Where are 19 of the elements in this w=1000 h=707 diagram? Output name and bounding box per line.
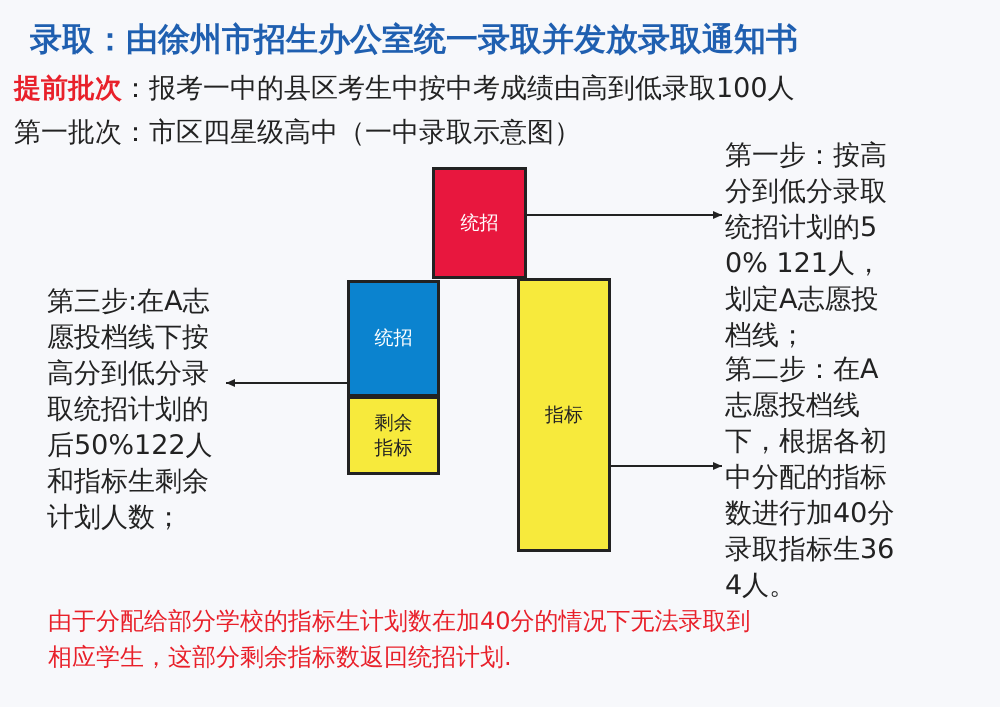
- process-box: [517, 278, 611, 552]
- batch-description: 第一批次：市区四星级高中（一中录取示意图）: [14, 116, 581, 150]
- batch-description: ：报考一中的县区考生中按中考成绩由高到低录取100人: [122, 72, 795, 106]
- arrow: [611, 462, 722, 470]
- note-text: 由于分配给部分学校的指标生计划数在加40分的情况下无法录取到相应学生，这部分剩余指标数返回统招计划.: [48, 606, 752, 673]
- arrow: [527, 211, 722, 219]
- batch-heading: 提前批次: [14, 72, 122, 106]
- process-box: [347, 280, 440, 397]
- arrow: [226, 379, 347, 387]
- process-box: [432, 167, 527, 279]
- title: 录取：由徐州市招生办公室统一录取并发放录取通知书: [30, 19, 798, 60]
- box-label: 统招: [373, 326, 414, 351]
- box-label: 指标: [544, 402, 584, 428]
- box-label: 统招: [459, 210, 500, 236]
- step-text: 第二步：在A志愿投档线下，根据各初中分配的指标数进行加40分录取指标生364人。: [725, 352, 901, 604]
- step-text: 第一步：按高分到低分录取统招计划的50% 121人，划定A志愿投档线；: [725, 138, 901, 354]
- process-box: [347, 396, 440, 475]
- box-label: 剩余指标: [373, 410, 414, 460]
- step-text: 第三步:在A志愿投档线下按高分到低分录取统招计划的后50%122人和指标生剩余计划人数；: [47, 284, 223, 536]
